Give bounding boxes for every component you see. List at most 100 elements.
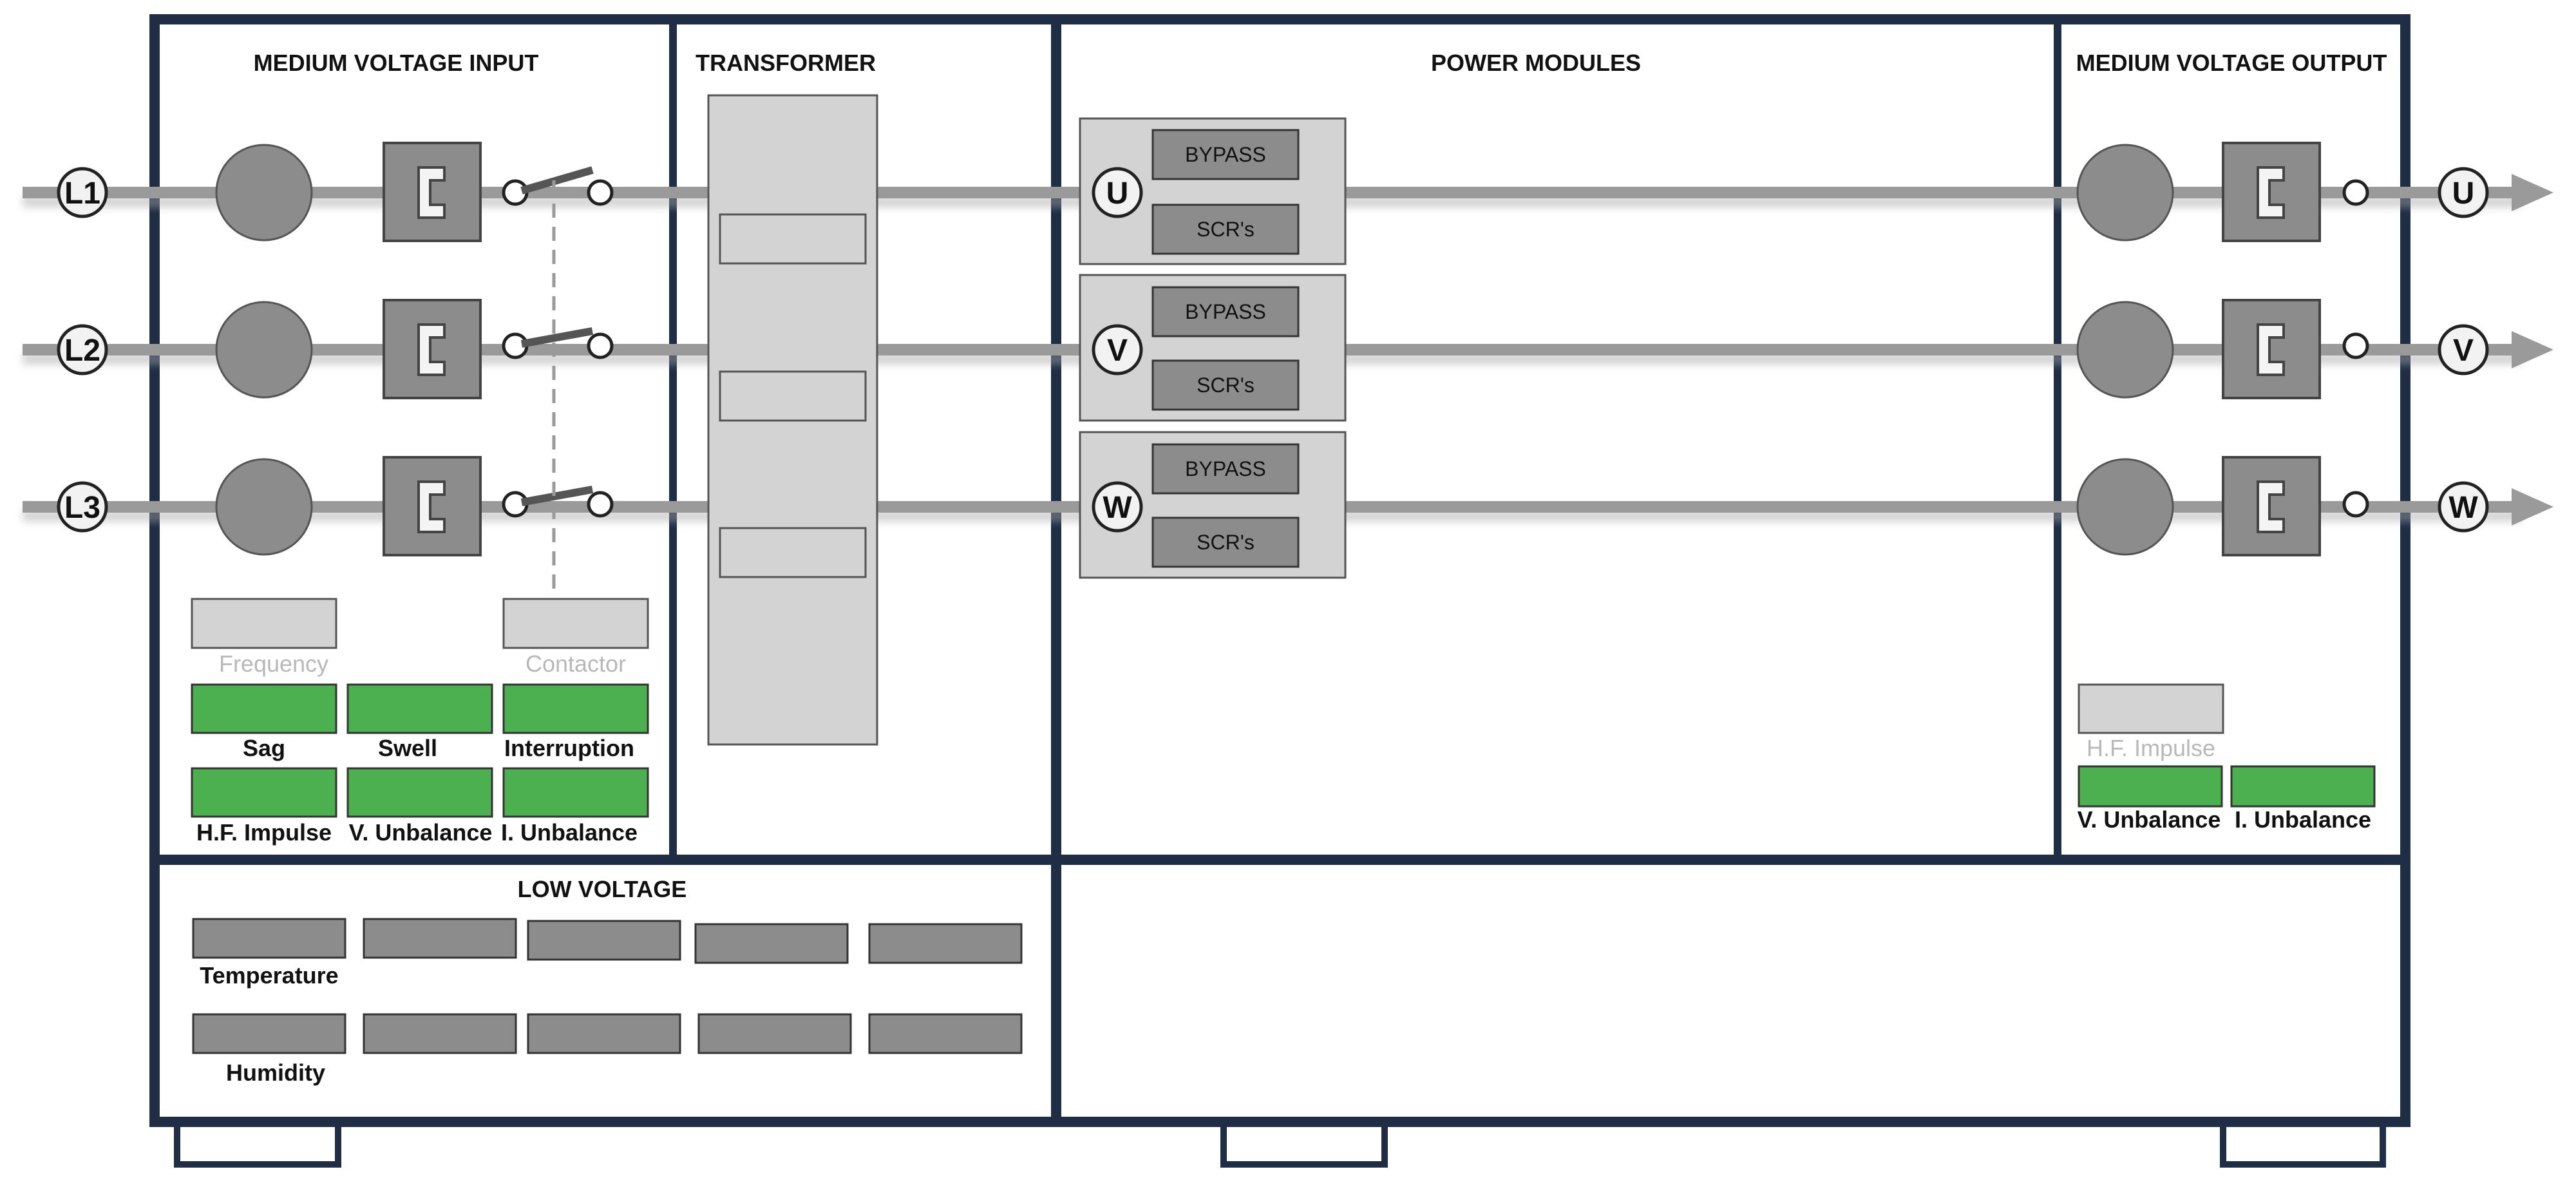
input-devices xyxy=(215,142,614,596)
bypass-box xyxy=(1151,443,1300,495)
input-indicators: Frequency Contactor Sag Swell Interrupti… xyxy=(191,598,649,846)
lv-sensor-slot xyxy=(697,1013,852,1054)
v-unbalance-label: V. Unbalance xyxy=(349,819,493,846)
output-terminal-icon xyxy=(2342,332,2369,359)
sag-indicator xyxy=(191,683,337,734)
transformer-winding xyxy=(719,527,867,578)
frequency-indicator xyxy=(191,598,337,649)
output-phase-U: U xyxy=(2438,167,2489,218)
output-v-unbalance-label: V. Unbalance xyxy=(2078,806,2221,833)
arrow-head-icon xyxy=(2512,174,2553,211)
power-modules-title: POWER MODULES xyxy=(1431,50,1641,76)
contact-terminal-icon xyxy=(587,179,614,206)
input-sensor-circle xyxy=(215,458,313,556)
sag-label: Sag xyxy=(243,735,285,761)
cabinet-frame xyxy=(149,14,2410,1168)
input-sensor-circle xyxy=(215,301,313,399)
lv-sensor-slot xyxy=(694,923,849,964)
cabinet-foot-right xyxy=(2220,1122,2386,1168)
current-transformer-icon xyxy=(383,456,482,556)
scr-box xyxy=(1151,204,1300,255)
contactor-indicator xyxy=(502,598,649,649)
temperature-label: Temperature xyxy=(200,962,338,989)
output-terminal-icon xyxy=(2342,179,2369,206)
hf-impulse-label: H.F. Impulse xyxy=(196,819,332,846)
scr-label: SCR's xyxy=(1197,531,1255,554)
humidity-label: Humidity xyxy=(226,1059,325,1086)
output-hf-impulse-label: H.F. Impulse xyxy=(2087,735,2215,761)
input-phase-label: L2 xyxy=(64,334,100,368)
transformer-title: TRANSFORMER xyxy=(696,50,876,76)
current-transformer-icon xyxy=(2222,456,2321,556)
output-terminal-icon xyxy=(2342,491,2369,518)
contactor-switch-icon xyxy=(520,327,594,348)
input-phase-L2: L2 xyxy=(57,324,108,375)
hf-impulse-indicator xyxy=(191,767,337,818)
power-module-V: V BYPASS SCR's xyxy=(1079,274,1347,422)
module-phase-label: U xyxy=(1106,176,1129,211)
arrow-head-icon xyxy=(2512,488,2553,526)
output-indicators: H.F. Impulse V. Unbalance I. Unbalance xyxy=(2078,683,2376,833)
current-transformer-icon xyxy=(383,142,482,242)
contactor-label: Contactor xyxy=(526,650,626,677)
bypass-label: BYPASS xyxy=(1185,457,1266,480)
arrow-head-icon xyxy=(2512,331,2553,368)
output-phase-V: V xyxy=(2438,324,2489,375)
lv-sensor-slot xyxy=(363,918,517,959)
lv-sensor-slot xyxy=(527,1013,681,1054)
bypass-label: BYPASS xyxy=(1185,143,1266,166)
current-transformer-icon xyxy=(383,299,482,399)
cabinet-foot-center xyxy=(1220,1122,1388,1168)
transformer-winding xyxy=(719,370,867,422)
output-i-unbalance-label: I. Unbalance xyxy=(2235,806,2371,833)
contact-terminal-icon xyxy=(587,332,614,359)
v-unbalance-indicator xyxy=(346,767,493,818)
transformer-block xyxy=(707,94,878,746)
bypass-box xyxy=(1151,286,1300,337)
output-sensor-circle xyxy=(2076,301,2174,399)
i-unbalance-indicator xyxy=(502,767,649,818)
temperature-sensor xyxy=(192,918,346,959)
low-voltage-sensors: Temperature Humidity xyxy=(192,918,1023,1086)
output-i-unbalance-indicator xyxy=(2230,765,2376,808)
scr-box xyxy=(1151,359,1300,411)
output-v-unbalance-indicator xyxy=(2078,765,2223,808)
scr-box xyxy=(1151,517,1300,568)
scr-label: SCR's xyxy=(1197,374,1255,397)
bypass-box xyxy=(1151,129,1300,180)
lv-sensor-slot xyxy=(363,1013,517,1054)
current-transformer-icon xyxy=(2222,299,2321,399)
contactor-switch-icon xyxy=(520,166,594,194)
input-phase-label: L1 xyxy=(64,176,100,211)
output-phase-W: W xyxy=(2438,481,2489,533)
output-phase-label: U xyxy=(2452,176,2475,211)
interruption-indicator xyxy=(502,683,649,734)
power-module-W: W BYPASS SCR's xyxy=(1079,431,1347,579)
transformer-winding xyxy=(719,213,867,265)
lv-sensor-slot xyxy=(868,1013,1023,1054)
scr-label: SCR's xyxy=(1197,218,1255,241)
input-phase-L1: L1 xyxy=(57,167,108,218)
frequency-label: Frequency xyxy=(219,650,328,677)
humidity-sensor xyxy=(192,1013,346,1054)
cabinet-foot-left xyxy=(174,1122,341,1168)
output-phase-label: W xyxy=(2448,491,2478,525)
input-phase-label: L3 xyxy=(64,491,100,525)
mv-output-title: MEDIUM VOLTAGE OUTPUT xyxy=(2076,50,2387,76)
i-unbalance-label: I. Unbalance xyxy=(501,819,638,846)
cabinet-outline xyxy=(149,14,2410,1127)
interruption-label: Interruption xyxy=(504,735,634,761)
module-phase-label: W xyxy=(1103,491,1132,525)
output-sensor-circle xyxy=(2076,144,2174,242)
module-phase-label: V xyxy=(1107,334,1128,368)
swell-label: Swell xyxy=(378,735,437,761)
output-sensor-circle xyxy=(2076,458,2174,556)
output-phase-label: V xyxy=(2453,334,2474,368)
input-phase-L3: L3 xyxy=(57,481,108,533)
contactor-switch-icon xyxy=(520,486,594,506)
low-voltage-title: LOW VOLTAGE xyxy=(518,876,687,902)
current-transformer-icon xyxy=(2222,142,2321,242)
lv-sensor-slot xyxy=(868,923,1023,964)
output-devices xyxy=(2076,142,2369,556)
